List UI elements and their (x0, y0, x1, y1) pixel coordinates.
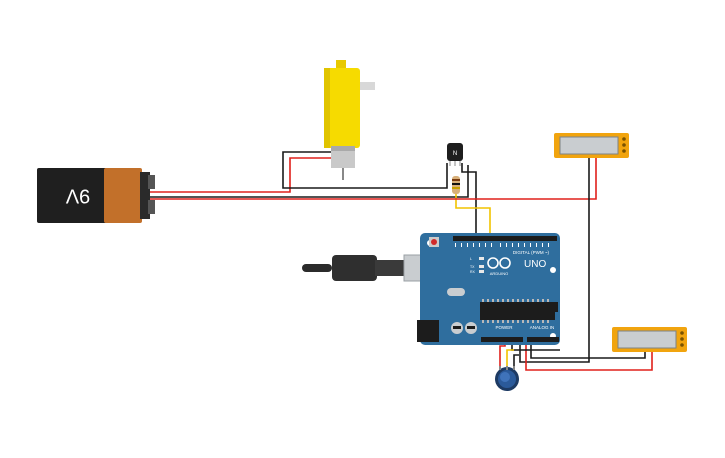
arduino-capacitor-1-mark (453, 326, 461, 329)
arduino-status-leds: L TX RX (470, 257, 484, 274)
wire-lcd1-power[interactable] (150, 158, 597, 200)
resistor-band-3 (452, 187, 460, 189)
motor-axle-top (336, 60, 346, 72)
arduino-logo-text: ARDUINO (490, 271, 508, 276)
led-tx (479, 265, 484, 268)
lcd1-pin-b (622, 143, 626, 147)
lcd2-screen (617, 330, 677, 349)
usb-cable[interactable] (302, 254, 441, 282)
arduino-digital-pin-labels (455, 243, 549, 247)
lcd1-screen (559, 136, 619, 155)
battery-body-black (37, 168, 107, 223)
dc-motor[interactable] (324, 60, 375, 180)
battery-terminal-positive[interactable] (148, 175, 155, 189)
lcd-display-bottom[interactable] (612, 327, 687, 352)
wire-battery-positive[interactable] (150, 157, 333, 193)
wire-lcd1-ground[interactable] (519, 158, 590, 363)
arduino-logo-icon (487, 257, 511, 269)
wire-battery-negative[interactable] (150, 165, 469, 198)
arduino-digital-label: DIGITAL (PWM ~) (513, 250, 550, 255)
motor-can (331, 146, 355, 168)
motor-gearbox (324, 68, 360, 148)
led-l (479, 257, 484, 260)
usb-cable-cord (302, 264, 332, 272)
arduino-digital-header[interactable] (453, 236, 557, 241)
motor-gearbox-shade (324, 68, 330, 148)
battery-body-orange (104, 168, 142, 223)
arduino-capacitor-2-mark (467, 326, 475, 329)
wire-motor-transistor[interactable] (282, 151, 448, 189)
wire-lcd2-power[interactable] (525, 341, 653, 371)
arduino-crystal (447, 288, 465, 296)
led-rx (479, 270, 484, 273)
arduino-reset-cap (431, 239, 437, 245)
arduino-icsp-header (552, 302, 558, 312)
lcd2-pin-c (680, 343, 684, 347)
wires (150, 151, 653, 371)
arduino-power-header[interactable] (481, 337, 523, 342)
arduino-analog-header[interactable] (527, 337, 559, 342)
transistor[interactable]: N (447, 143, 463, 166)
arduino-power-label: POWER (495, 325, 513, 330)
motor-can-shade (331, 146, 355, 151)
arduino-power-jack[interactable] (417, 320, 439, 342)
transistor-mark: N (453, 151, 457, 157)
resistor[interactable] (452, 176, 460, 194)
arduino-atmega-chip (480, 302, 555, 320)
wire-pot-black[interactable] (513, 354, 519, 368)
potentiometer[interactable] (495, 366, 519, 391)
arduino-chip-pins (482, 299, 549, 323)
wire-pot-yellow[interactable] (506, 349, 514, 368)
led-label-rx: RX (470, 270, 476, 274)
wire-pot-red[interactable] (499, 341, 506, 368)
battery-terminal-negative[interactable] (148, 200, 155, 214)
usb-plug-body (332, 255, 377, 281)
usb-plug-neck (375, 260, 405, 276)
arduino-uno-board[interactable]: DIGITAL (PWM ~) UNO ARDUINO L TX RX (417, 233, 560, 345)
arduino-mount-hole-2 (550, 267, 556, 273)
arduino-model: UNO (524, 259, 546, 270)
pot-leg-1 (499, 366, 501, 370)
wire-signal-yellow[interactable] (455, 192, 491, 243)
lcd1-pin-c (622, 149, 626, 153)
led-label-l: L (470, 257, 472, 261)
lcd2-pin-b (680, 337, 684, 341)
lcd1-pin-a (622, 137, 626, 141)
arduino-analog-label: ANALOG IN (530, 325, 555, 330)
motor-side-shaft (360, 82, 375, 90)
pot-knob-shine (500, 372, 510, 382)
resistor-band-2 (452, 183, 460, 185)
battery-label: 9V (65, 185, 90, 207)
pot-leg-3 (513, 366, 515, 370)
lcd-display-top[interactable] (554, 133, 629, 158)
pot-leg-2 (506, 366, 508, 370)
transistor-body (447, 143, 463, 161)
battery-cap (140, 172, 150, 219)
battery-9v[interactable]: 9V (37, 168, 155, 223)
wire-transistor-ground[interactable] (461, 163, 477, 243)
resistor-band-1 (452, 179, 460, 181)
led-label-tx: TX (470, 265, 475, 269)
lcd2-pin-a (680, 331, 684, 335)
